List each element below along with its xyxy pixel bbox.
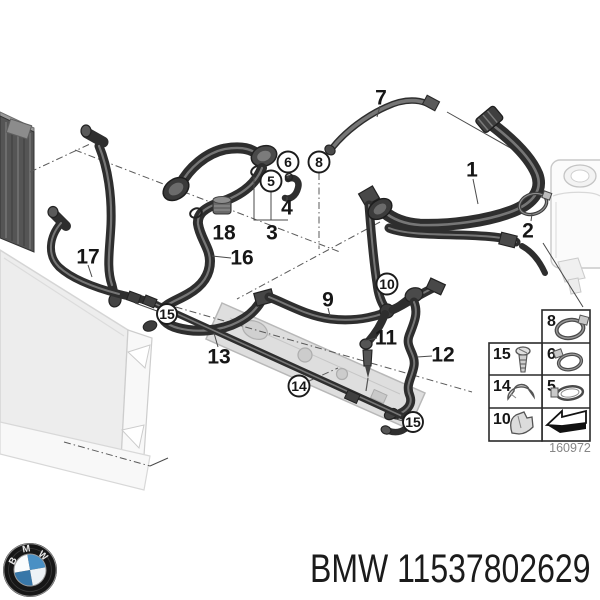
hose-7: [324, 94, 441, 156]
circled-callout-5: 5: [259, 169, 283, 193]
belly-pan: [0, 421, 151, 491]
circled-callout-14: 14: [287, 374, 311, 398]
bmw-logo: B M W: [2, 541, 58, 599]
label-leaders: [87, 105, 533, 422]
svg-text:8: 8: [315, 154, 323, 170]
legend-num-6: 6: [547, 346, 556, 363]
circled-callout-6: 6: [276, 150, 300, 174]
callout-18: 18: [212, 222, 236, 245]
circled-callout-15-left: 15: [156, 303, 178, 325]
callout-16: 16: [230, 247, 253, 270]
callout-9: 9: [322, 289, 334, 312]
cooling-hoses-diagram: 1 2 3 4 7 9 11 12 13 16 17 18 5 6 8 10: [0, 87, 600, 491]
legend-num-8: 8: [547, 313, 556, 330]
svg-text:6: 6: [284, 154, 292, 170]
hose-13: [141, 294, 411, 436]
logo-letter-m: M: [21, 543, 31, 555]
circled-callout-15-bottom: 15: [402, 411, 424, 433]
callout-1: 1: [466, 159, 478, 182]
callout-7: 7: [375, 87, 387, 110]
legend-num-10: 10: [493, 411, 511, 428]
grommet-18: [212, 196, 232, 215]
expansion-tank: [550, 159, 600, 295]
legend-table: 8 6 5 15 14 10: [488, 309, 591, 442]
part-number-text: BMW 11537802629: [310, 547, 591, 591]
svg-text:10: 10: [379, 276, 395, 292]
callout-13: 13: [207, 346, 230, 369]
svg-text:5: 5: [267, 173, 275, 189]
callout-3: 3: [266, 222, 278, 245]
legend-clamp-large-icon: [554, 314, 590, 341]
circled-callout-10: 10: [375, 272, 399, 296]
legend-clip-saddle-icon: [507, 383, 535, 401]
legend-clamp-medium-icon: [552, 348, 584, 372]
legend-screw-icon: [515, 346, 531, 373]
legend-num-14: 14: [493, 378, 511, 395]
diagram-code: 160972: [549, 441, 591, 455]
hose-11-connector: [359, 338, 373, 392]
callout-12: 12: [431, 344, 454, 367]
legend-clamp-small-icon: [550, 385, 585, 401]
condenser-unit: [0, 111, 35, 253]
svg-text:15: 15: [405, 414, 421, 430]
callout-17: 17: [76, 246, 99, 269]
hose-1: [367, 105, 548, 276]
hose-4: [281, 172, 302, 202]
bmw-roundel: B M W: [3, 543, 57, 597]
hose-16: [156, 142, 278, 336]
callout-labels: 1 2 3 4 7 9 11 12 13 16 17 18: [76, 87, 534, 369]
circled-callouts: 5 6 8 10 14 15 15: [156, 150, 424, 433]
svg-text:14: 14: [291, 378, 307, 394]
legend-num-15: 15: [493, 346, 511, 363]
clamp-2: [517, 190, 553, 217]
hose-17: [47, 124, 151, 308]
legend-clip-spring-icon: [510, 411, 534, 435]
callout-4: 4: [281, 197, 293, 220]
legend-direction-arrow-icon: [544, 408, 587, 433]
circled-callout-8: 8: [307, 150, 331, 174]
callout-2: 2: [522, 220, 534, 243]
legend-num-5: 5: [547, 378, 556, 395]
svg-text:15: 15: [159, 306, 175, 322]
callout-11: 11: [375, 327, 398, 350]
hose-12: [383, 287, 424, 421]
logo-letter-b: B: [7, 555, 20, 566]
